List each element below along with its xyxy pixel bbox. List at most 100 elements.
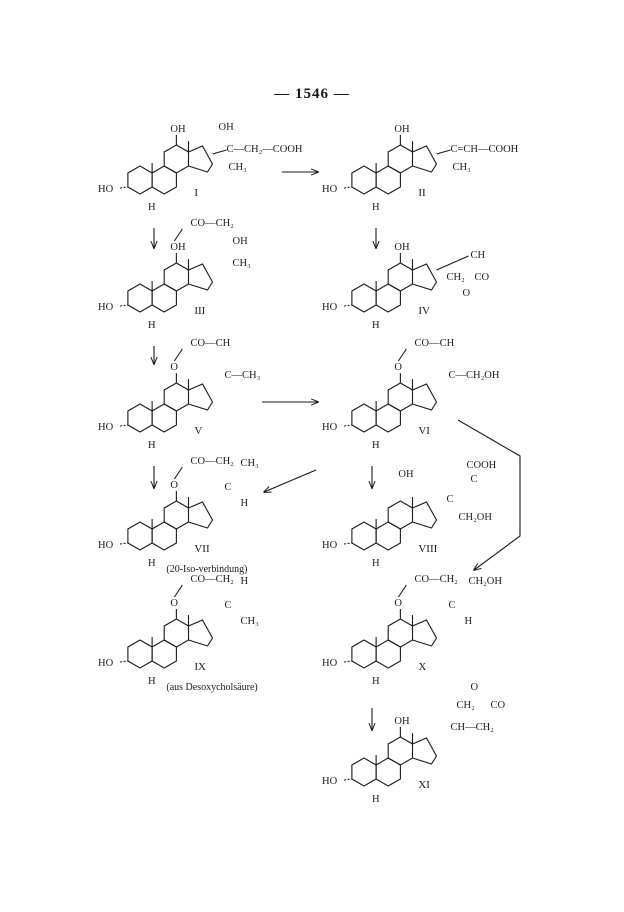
ring-a xyxy=(127,521,153,551)
ring-b xyxy=(151,283,177,313)
c12-substituent: OH xyxy=(170,124,186,135)
ho-label: HO xyxy=(322,540,338,551)
compound-numeral: IX xyxy=(194,661,206,673)
ring-a xyxy=(127,283,153,313)
ring-d xyxy=(412,737,438,765)
ch-label: CH xyxy=(470,250,485,261)
ring-a xyxy=(127,639,153,669)
cooh-label: COOH xyxy=(466,460,496,471)
c17-bond xyxy=(212,149,227,155)
ch2-label: CH₂ xyxy=(456,700,475,711)
ester-bond xyxy=(173,466,183,480)
ring-d xyxy=(412,145,438,173)
ring-b xyxy=(151,521,177,551)
ch2oh-label: CH₂OH xyxy=(468,576,502,587)
c3-bond xyxy=(343,304,353,307)
ring-d xyxy=(412,501,438,529)
ring-a xyxy=(351,639,377,669)
ring-a xyxy=(351,283,377,313)
ch2-label: CH₂ xyxy=(446,272,465,283)
ring-d xyxy=(188,383,214,411)
ester-label: CO—CH₂ xyxy=(190,218,234,229)
compound-caption: (aus Desoxycholsäure) xyxy=(166,682,257,693)
ring-b xyxy=(375,283,401,313)
h-label: H xyxy=(148,558,156,569)
c12-substituent: OH xyxy=(394,242,410,253)
ring-b xyxy=(375,165,401,195)
c17-bond xyxy=(436,149,451,155)
c3-bond xyxy=(119,424,129,427)
ester-bond xyxy=(397,584,407,598)
ring-c xyxy=(387,618,414,648)
side-h: H xyxy=(240,498,248,509)
side-c: C xyxy=(224,482,231,493)
ring-c xyxy=(387,382,414,412)
ring-d xyxy=(188,501,214,529)
side-chain: C—CH₂—COOH xyxy=(226,144,302,155)
compound-numeral: VI xyxy=(418,425,430,437)
c12-substituent: O xyxy=(170,598,178,609)
h-label: H xyxy=(372,794,380,805)
ring-a xyxy=(127,403,153,433)
ring-b xyxy=(375,521,401,551)
co-label: CO xyxy=(490,700,505,711)
c3-bond xyxy=(343,186,353,189)
page-number: — 1546 — xyxy=(274,86,350,102)
compound-numeral: X xyxy=(418,661,426,673)
c3-bond xyxy=(343,424,353,427)
side-h: H xyxy=(464,616,472,627)
ring-c xyxy=(387,144,414,174)
h-label: H xyxy=(372,320,380,331)
ring-c xyxy=(163,500,190,530)
ring-b xyxy=(375,403,401,433)
c12-substituent: O xyxy=(394,362,402,373)
ring-b xyxy=(375,639,401,669)
side-c: C xyxy=(448,600,455,611)
c3-bond xyxy=(343,778,353,781)
ring-a xyxy=(351,757,377,787)
side-oh: OH xyxy=(232,236,248,247)
h-label: H xyxy=(148,440,156,451)
ester-bond xyxy=(173,348,183,362)
compound-numeral: VII xyxy=(194,543,210,555)
c12-substituent: O xyxy=(394,598,402,609)
c12-substituent: OH xyxy=(394,124,410,135)
ring-d xyxy=(412,383,438,411)
ring-c xyxy=(387,262,414,292)
c3-bond xyxy=(119,660,129,663)
c3-bond xyxy=(119,186,129,189)
ring-a xyxy=(351,403,377,433)
c12-substituent: OH xyxy=(398,469,414,480)
ring-a xyxy=(127,165,153,195)
ring-a xyxy=(351,521,377,551)
compound-numeral: I xyxy=(194,187,198,199)
ring-c xyxy=(163,144,190,174)
c20-c22-bond xyxy=(436,255,469,271)
c-label: C xyxy=(470,474,477,485)
arrow-VI-to-VII xyxy=(264,469,317,492)
side-methyl: CH₃ xyxy=(232,258,251,269)
c12-substituent: O xyxy=(170,480,178,491)
side-oh: OH xyxy=(218,122,234,133)
ch2oh-label: CH₂OH xyxy=(458,512,492,523)
compound-caption: (20-Iso-verbindung) xyxy=(166,564,247,575)
ho-label: HO xyxy=(322,184,338,195)
ring-b xyxy=(151,639,177,669)
side-h: H xyxy=(240,576,248,587)
ring-c xyxy=(163,262,190,292)
ring-b xyxy=(151,165,177,195)
ring-c xyxy=(387,736,414,766)
compound-numeral: II xyxy=(418,187,426,199)
ester-label: CO—CH xyxy=(414,338,454,349)
ring-c xyxy=(163,618,190,648)
ring-b xyxy=(151,403,177,433)
o-label: O xyxy=(462,288,470,299)
